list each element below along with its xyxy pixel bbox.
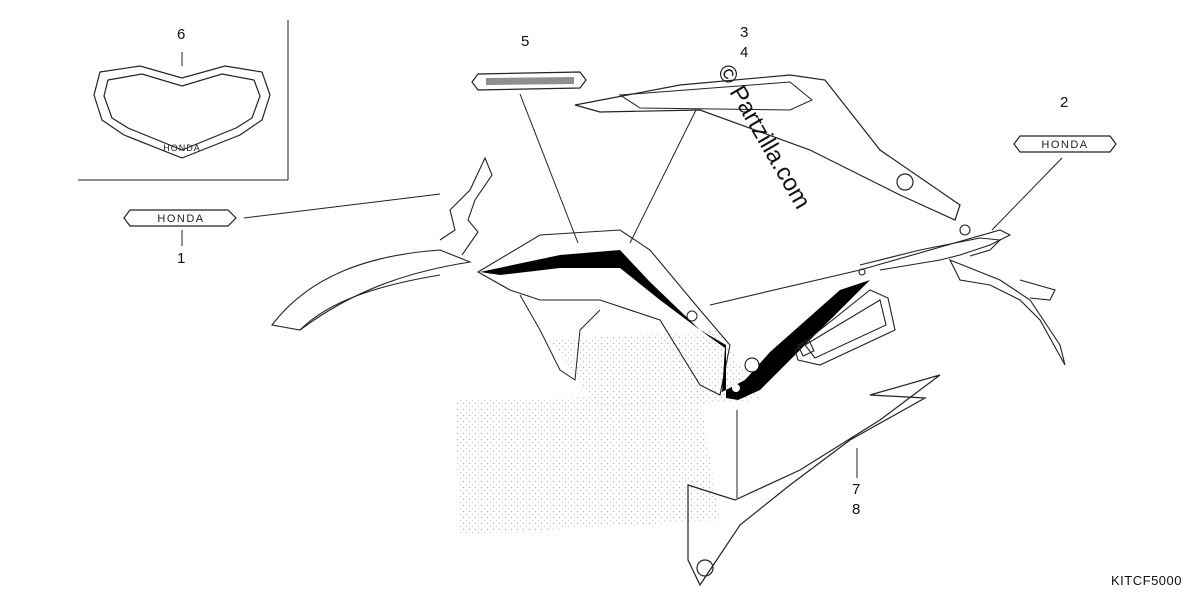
part-2-honda-emblem[interactable]	[1013, 135, 1117, 153]
part-label-7[interactable]: 7	[852, 481, 861, 498]
part-1-honda-text: HONDA	[157, 213, 204, 225]
part-label-8[interactable]: 8	[852, 501, 861, 518]
leader-lines	[181, 93, 1063, 498]
part-label-6[interactable]: 6	[177, 26, 186, 43]
catalog-code: KITCF5000	[1111, 573, 1182, 588]
part-5-crf-emblem[interactable]	[471, 71, 587, 91]
part-label-2[interactable]: 2	[1060, 94, 1069, 111]
part-1-honda-emblem[interactable]	[123, 209, 237, 227]
part-2-honda-text: HONDA	[1041, 139, 1088, 151]
side-cover	[794, 289, 896, 366]
part-6-honda-text: HONDA	[163, 143, 201, 153]
part-label-1[interactable]: 1	[177, 250, 186, 267]
part-3-4-side-stripe-decal[interactable]	[574, 74, 961, 221]
tank-shroud	[476, 229, 870, 400]
frame-dotted-area	[455, 330, 760, 535]
inset-box-part-6	[78, 20, 289, 181]
front-fender	[271, 156, 493, 331]
part-label-4[interactable]: 4	[740, 44, 749, 61]
part-7-8-shroud-decal[interactable]	[687, 374, 941, 587]
part-6-number-plate-decal[interactable]	[93, 52, 271, 159]
rear-fender	[709, 224, 1066, 366]
part-label-3[interactable]: 3	[740, 24, 749, 41]
part-label-5[interactable]: 5	[521, 33, 530, 50]
